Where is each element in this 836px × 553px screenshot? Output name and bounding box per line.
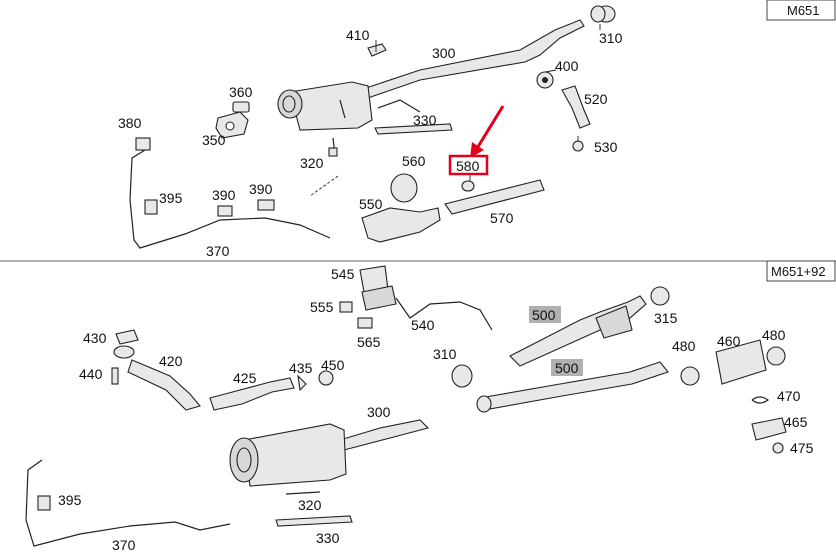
- dpf-converter-top: [289, 81, 373, 131]
- part-label: 395: [159, 190, 183, 206]
- highlight-box: [448, 154, 489, 176]
- part-label: 545: [331, 266, 355, 282]
- model-label-top: M651: [787, 3, 820, 18]
- part-label: 540: [411, 317, 435, 333]
- part-label: 310: [599, 30, 623, 46]
- part-label: 315: [654, 310, 678, 326]
- bottom-drawing: [25, 265, 787, 547]
- part-label: 500: [555, 360, 579, 376]
- model-tag-top: [766, 0, 836, 21]
- model-label-bottom: M651+92: [771, 264, 826, 279]
- part-label: 380: [118, 115, 142, 131]
- top-labels: 410 300 310 400 520 530 360 350 330 320 …: [118, 27, 623, 259]
- part-label: 425: [233, 370, 257, 386]
- part-label: 350: [202, 132, 226, 148]
- bottom-labels: 545 555 565 540 500 315 430 420 440 425 …: [58, 266, 814, 553]
- control-unit: [361, 285, 397, 311]
- leader-lines: [409, 24, 601, 181]
- part-label: 500: [532, 307, 556, 323]
- shaded-label-bg-upper: [529, 306, 561, 323]
- part-label: 470: [777, 388, 801, 404]
- exhaust-pipe-bottom: [339, 419, 430, 451]
- heat-shield-top: [361, 207, 441, 243]
- part-label: 395: [58, 492, 82, 508]
- part-label: 480: [762, 327, 786, 343]
- part-label: 555: [310, 299, 334, 315]
- dpf-converter-bottom: [243, 423, 347, 487]
- part-label: 370: [112, 537, 136, 553]
- part-label: 370: [206, 243, 230, 259]
- exhaust-pipe-500-lower: [479, 361, 669, 411]
- exhaust-pipe-top: [359, 19, 585, 101]
- part-label: 520: [584, 91, 608, 107]
- sensor-line-top: [129, 149, 331, 249]
- part-label: 360: [229, 84, 253, 100]
- shaded-label-bg-lower: [551, 359, 583, 376]
- part-label: 450: [321, 357, 345, 373]
- part-label: 420: [159, 353, 183, 369]
- part-label: 410: [346, 27, 370, 43]
- part-label: 400: [555, 58, 579, 74]
- part-label: 320: [300, 155, 324, 171]
- part-label: 300: [432, 45, 456, 61]
- part-label: 320: [298, 497, 322, 513]
- top-drawing: [129, 5, 616, 249]
- highlight-annotation: [448, 105, 505, 176]
- part-label: 460: [717, 333, 741, 349]
- sensor-line-bottom: [25, 459, 231, 547]
- part-label: 570: [490, 210, 514, 226]
- part-label: 480: [672, 338, 696, 354]
- part-label: 565: [357, 334, 381, 350]
- part-label: 390: [212, 187, 236, 203]
- part-label: 330: [316, 530, 340, 546]
- part-label: 330: [413, 112, 437, 128]
- part-label: 475: [790, 440, 814, 456]
- part-label: 390: [249, 181, 273, 197]
- part-label: 440: [79, 366, 103, 382]
- part-label: 430: [83, 330, 107, 346]
- part-label: 530: [594, 139, 618, 155]
- model-tag-bottom: [766, 260, 836, 282]
- part-label: 550: [359, 196, 383, 212]
- part-label-highlighted: 580: [456, 158, 480, 174]
- part-label: 435: [289, 360, 313, 376]
- part-label: 560: [402, 153, 426, 169]
- part-label: 310: [433, 346, 457, 362]
- part-label: 300: [367, 404, 391, 420]
- part-label: 465: [784, 414, 808, 430]
